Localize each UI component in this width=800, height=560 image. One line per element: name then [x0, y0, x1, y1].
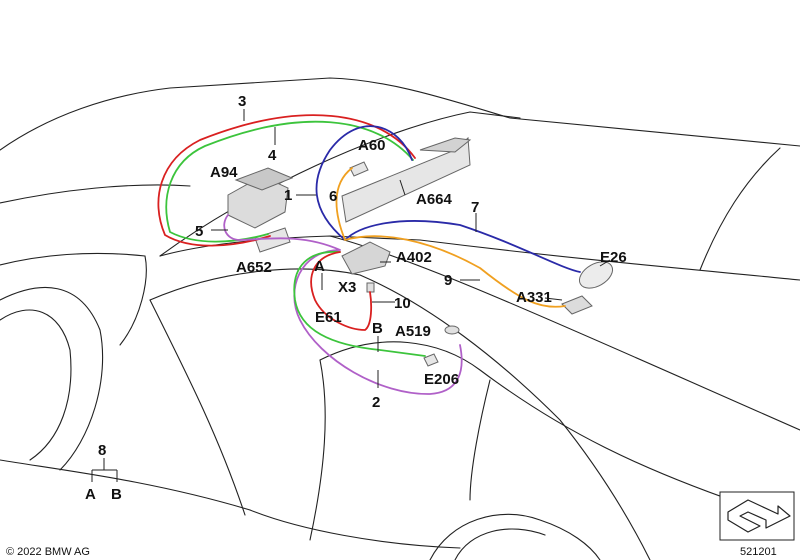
- a664-component: [341, 136, 471, 223]
- image-number: 521201: [740, 546, 777, 558]
- wire-orange: [335, 167, 566, 308]
- label-7: 7: [471, 199, 479, 216]
- wire-red-lower: [310, 251, 373, 331]
- label-8: 8: [98, 442, 106, 459]
- callout-labels: 3 4 A94 1 6 A60 A664 7 5 A652 A A402 E26…: [85, 93, 627, 503]
- label-5: 5: [195, 223, 203, 240]
- label-6: 6: [329, 188, 337, 205]
- a331-component: [561, 295, 593, 315]
- label-9: 9: [444, 272, 452, 289]
- label-a331: A331: [516, 289, 552, 306]
- label-a519: A519: [395, 323, 431, 340]
- a519-component: [444, 325, 460, 335]
- label-a652: A652: [236, 259, 272, 276]
- label-e206: E206: [424, 371, 459, 388]
- copyright-text: © 2022 BMW AG: [6, 546, 90, 558]
- label-4: 4: [268, 147, 277, 164]
- wiring-harnesses: [157, 114, 581, 395]
- arrow-direction-icon: [719, 491, 795, 541]
- wire-red: [157, 114, 416, 247]
- label-a664: A664: [416, 191, 453, 208]
- label-2: 2: [372, 394, 380, 411]
- x3-component: [366, 282, 375, 293]
- label-e26: E26: [600, 249, 627, 266]
- label-a94: A94: [210, 164, 238, 181]
- a652-component: [254, 227, 291, 253]
- label-10: 10: [394, 295, 411, 312]
- components: [227, 136, 614, 367]
- wire-green-lower: [293, 251, 426, 357]
- wire-green: [165, 120, 414, 243]
- label-x3: X3: [338, 279, 356, 296]
- label-tree-b: B: [111, 486, 122, 503]
- car-body-outline: [0, 77, 800, 560]
- wire-purple: [223, 214, 463, 395]
- label-a402: A402: [396, 249, 432, 266]
- e206-component: [423, 353, 439, 367]
- label-a60: A60: [358, 137, 386, 154]
- e26-component: [578, 261, 614, 289]
- label-3: 3: [238, 93, 246, 110]
- label-tree-a: A: [85, 486, 96, 503]
- label-e61: E61: [315, 309, 342, 326]
- a402-component: [341, 241, 391, 275]
- a60-component: [349, 161, 369, 177]
- label-1: 1: [284, 187, 292, 204]
- label-a: A: [314, 258, 325, 275]
- label-b: B: [372, 320, 383, 337]
- leader-lines: [91, 109, 611, 482]
